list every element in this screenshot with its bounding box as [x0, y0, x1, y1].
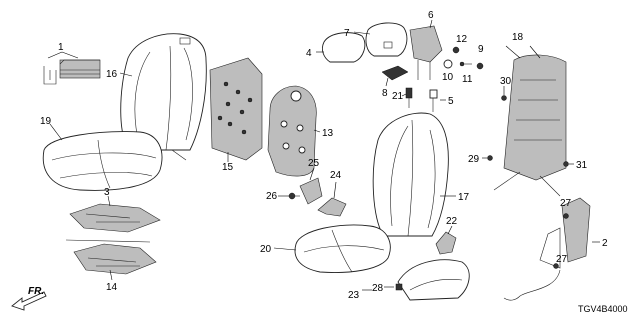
part-seatback-pad — [209, 57, 263, 161]
callout-23: 23 — [348, 290, 360, 301]
part-seatback-frame — [493, 54, 567, 197]
callout-18: 18 — [512, 32, 524, 43]
part-screw-11 — [459, 61, 472, 67]
callout-20: 20 — [260, 244, 272, 255]
callout-29: 29 — [468, 154, 480, 165]
part-screw-29 — [487, 155, 493, 161]
callout-15: 15 — [222, 162, 234, 173]
part-headrest — [365, 22, 408, 57]
callout-27-lower: 27 — [556, 254, 568, 265]
callout-13: 13 — [322, 128, 334, 139]
part-cushion-pad — [69, 203, 161, 233]
callout-11: 11 — [462, 74, 473, 85]
callout-24: 24 — [330, 170, 342, 181]
callout-12: 12 — [456, 34, 468, 45]
part-front-seatback — [372, 112, 449, 237]
callout-28: 28 — [372, 283, 384, 294]
part-seat-cushion-cover — [42, 131, 163, 191]
front-direction-arrow — [11, 291, 47, 311]
direction-label: FR. — [28, 286, 44, 297]
part-clip-9 — [476, 62, 484, 70]
callout-3: 3 — [104, 187, 110, 198]
callout-2: 2 — [602, 238, 608, 249]
part-seatback-cover — [120, 33, 207, 161]
part-recliner-bracket — [435, 231, 457, 255]
part-recliner-knob — [317, 197, 347, 217]
callout-6: 6 — [428, 10, 434, 21]
part-seat-side-trim — [397, 259, 470, 301]
callout-14: 14 — [106, 282, 118, 293]
callout-26: 26 — [266, 191, 278, 202]
callout-27-upper: 27 — [560, 198, 572, 209]
part-bolt-21 — [405, 87, 413, 108]
callout-16: 16 — [106, 69, 118, 80]
part-clip-30 — [501, 95, 507, 101]
callout-7: 7 — [344, 28, 350, 39]
part-screw-28 — [395, 283, 403, 291]
callout-17: 17 — [458, 192, 470, 203]
part-nut-12 — [452, 46, 460, 54]
callout-25: 25 — [308, 158, 320, 169]
part-screw-26 — [288, 192, 300, 200]
part-side-airbag — [503, 197, 591, 301]
part-bolt-5 — [429, 89, 438, 112]
part-lower-pad — [65, 239, 157, 275]
callout-19: 19 — [40, 116, 52, 127]
callout-4: 4 — [306, 48, 312, 59]
part-lumbar-support — [267, 85, 317, 177]
part-screw-31 — [563, 161, 569, 167]
callout-10: 10 — [442, 72, 454, 83]
callout-9: 9 — [478, 44, 484, 55]
part-clip-10 — [443, 59, 453, 69]
callout-21: 21 — [392, 91, 404, 102]
callout-5: 5 — [448, 96, 454, 107]
callout-30: 30 — [500, 76, 512, 87]
part-headrest-cover — [321, 32, 366, 63]
callout-8: 8 — [382, 88, 388, 99]
part-headrest-frame — [409, 25, 443, 80]
part-clips — [43, 59, 101, 85]
diagram-code: TGV4B4000 — [578, 304, 628, 314]
callout-22: 22 — [446, 216, 458, 227]
part-headrest-guide — [381, 65, 409, 81]
part-recliner-cover — [299, 177, 323, 205]
part-clip-27a — [563, 213, 569, 219]
callout-31: 31 — [576, 160, 588, 171]
callout-1: 1 — [58, 42, 64, 53]
part-clip-27b — [553, 263, 559, 269]
part-front-cushion — [294, 224, 391, 273]
